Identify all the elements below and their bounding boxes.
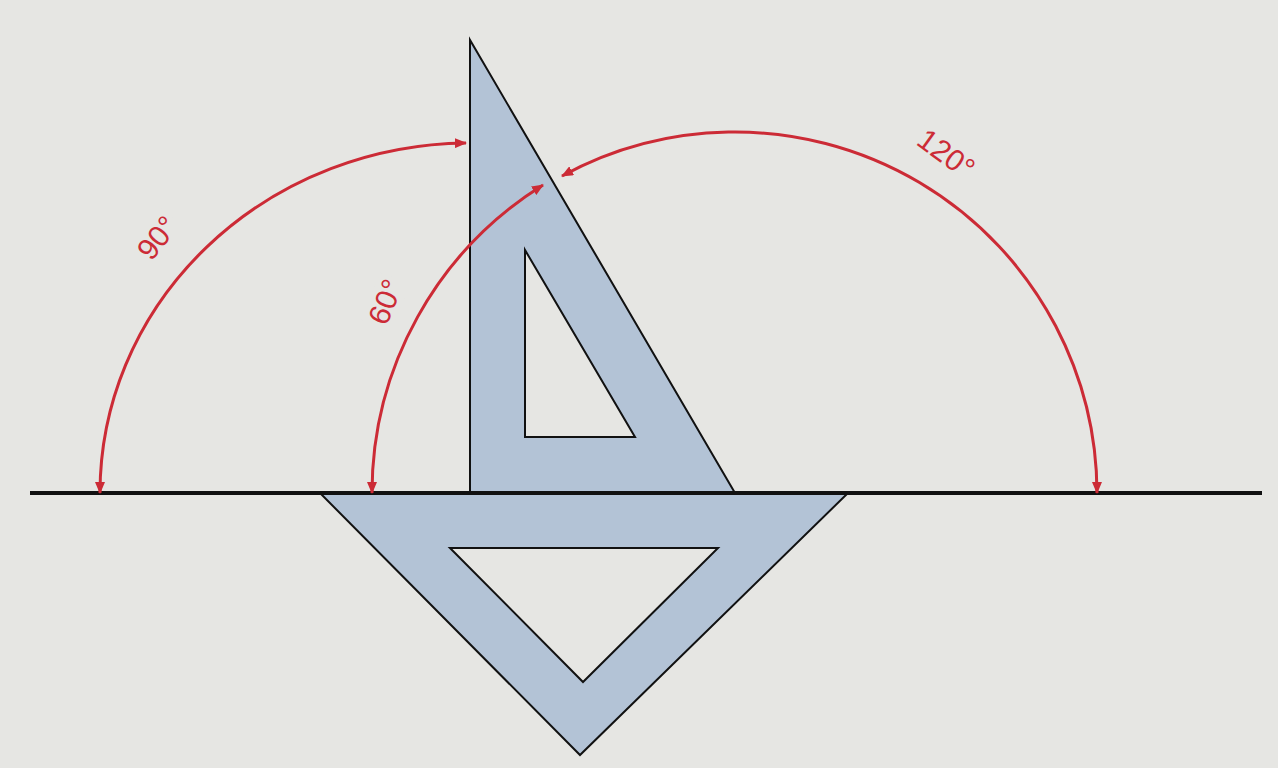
base-line [30, 491, 1262, 495]
set-square-30-60 [470, 40, 735, 493]
angle-arc-90 [100, 143, 466, 493]
angle-arc-60 [372, 185, 543, 493]
set-square-45 [320, 493, 848, 755]
angle-arc-120 [562, 132, 1097, 493]
